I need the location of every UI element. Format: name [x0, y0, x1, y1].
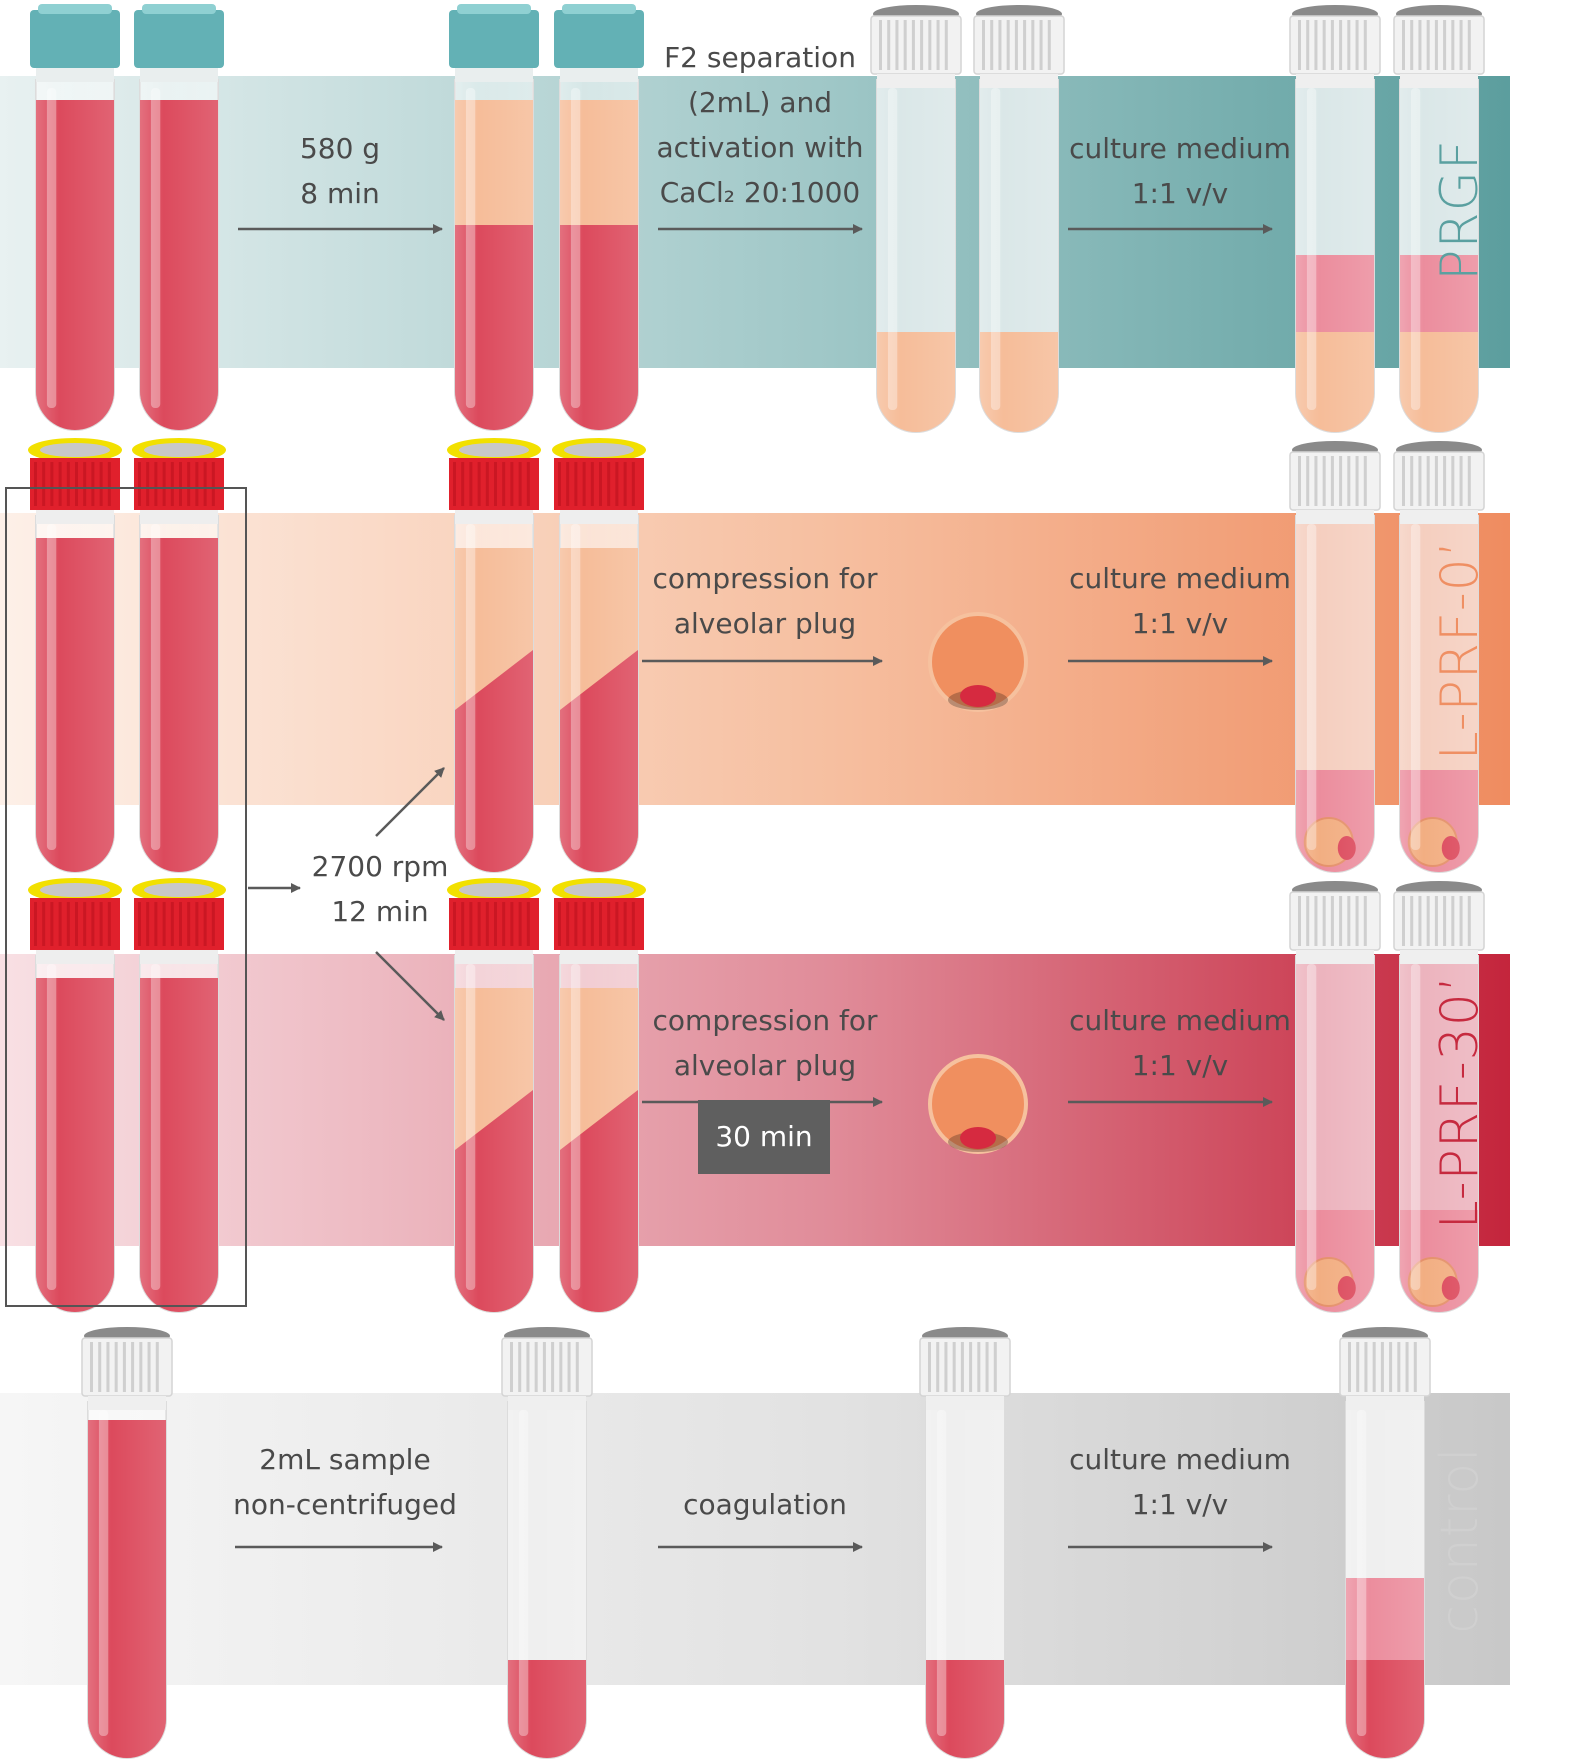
prgf-culture-tube-1 — [1289, 5, 1381, 433]
control-step3-line1: culture medium — [1069, 1443, 1291, 1476]
prgf-separation-label: F2 separation (2mL) and activation with … — [640, 35, 880, 215]
time-box-30min: 30 min — [698, 1100, 830, 1174]
lprf0-band — [0, 513, 1510, 805]
lprf30-step2-line2: alveolar plug — [673, 1049, 857, 1082]
prgf-step2-line4: CaCl₂ 20:1000 — [659, 176, 861, 209]
control-sample-label: 2mL sample non-centrifuged — [215, 1437, 475, 1527]
prgf-centrifuge-label: 580 g 8 min — [240, 126, 440, 216]
lprf0-centrifuged-tube-2 — [552, 438, 646, 873]
lprf30-step3-line1: culture medium — [1069, 1004, 1291, 1037]
prgf-culture-label: culture medium 1:1 v/v — [1060, 126, 1300, 216]
prgf-step2-line3: activation with — [656, 131, 864, 164]
control-band — [0, 1393, 1510, 1685]
prgf-step1-line2: 8 min — [300, 177, 380, 210]
lprf30-culture-label: culture medium 1:1 v/v — [1060, 998, 1300, 1088]
control-step3-line2: 1:1 v/v — [1131, 1488, 1229, 1521]
lprf-centrifuge-label: 2700 rpm 12 min — [295, 844, 465, 934]
prgf-centrifuged-tube-2 — [554, 4, 644, 431]
lprf30-centrifuged-tube-2 — [552, 878, 646, 1313]
lprf30-step2-line1: compression for — [652, 1004, 878, 1037]
lprf-arrow-down — [375, 951, 445, 1021]
prgf-step3-line1: culture medium — [1069, 132, 1291, 165]
control-culture-tube — [1339, 1327, 1431, 1759]
prgf-step1-line1: 580 g — [299, 132, 381, 165]
lprf30-alveolar-plug — [928, 1054, 1028, 1154]
lprf0-culture-tube-2 — [1393, 441, 1485, 873]
lprf0-culture-label: culture medium 1:1 v/v — [1060, 556, 1300, 646]
control-culture-label: culture medium 1:1 v/v — [1060, 1437, 1300, 1527]
prgf-whole-blood-tube-1 — [30, 4, 120, 431]
lprf30-step3-line2: 1:1 v/v — [1131, 1049, 1229, 1082]
prgf-band — [0, 76, 1510, 368]
row-title-control: control — [1430, 1446, 1490, 1634]
lprf30-culture-tube-1 — [1289, 881, 1381, 1313]
lprf-group-bracket — [5, 487, 247, 1307]
lprf-step1-line2: 12 min — [331, 895, 429, 928]
prgf-whole-blood-tube-2 — [134, 4, 224, 431]
control-sample-tube — [501, 1327, 593, 1759]
lprf0-culture-tube-1 — [1289, 441, 1381, 873]
lprf30-culture-tube-2 — [1393, 881, 1485, 1313]
lprf0-whole-blood-tube-2 — [132, 438, 226, 873]
lprf30-whole-blood-tube-1 — [28, 878, 122, 1313]
prgf-culture-tube-2 — [1393, 5, 1485, 433]
lprf0-compression-label: compression for alveolar plug — [640, 556, 890, 646]
lprf0-alveolar-plug — [928, 612, 1028, 712]
lprf0-step3-line2: 1:1 v/v — [1131, 607, 1229, 640]
control-whole-blood-tube — [81, 1327, 173, 1759]
lprf30-whole-blood-tube-2 — [132, 878, 226, 1313]
row-title-lprf30: L-PRF-30’ — [1430, 974, 1490, 1230]
lprf0-step2-line2: alveolar plug — [673, 607, 857, 640]
control-step1-line1: 2mL sample — [259, 1443, 431, 1476]
row-title-lprf0: L-PRF-0’ — [1430, 539, 1490, 761]
control-coagulation-label: coagulation — [640, 1482, 890, 1527]
lprf0-centrifuged-tube-1 — [447, 438, 541, 873]
prgf-plasma-tube-1 — [870, 5, 962, 433]
row-title-prgf: PRGF — [1430, 139, 1490, 281]
lprf0-step2-line1: compression for — [652, 562, 878, 595]
lprf30-centrifuged-tube-1 — [447, 878, 541, 1313]
prgf-step3-line2: 1:1 v/v — [1131, 177, 1229, 210]
prgf-step2-line2: (2mL) and — [687, 86, 833, 119]
lprf0-step3-line1: culture medium — [1069, 562, 1291, 595]
lprf30-compression-label: compression for alveolar plug — [640, 998, 890, 1088]
lprf0-whole-blood-tube-1 — [28, 438, 122, 873]
control-step2-line1: coagulation — [683, 1488, 847, 1521]
prgf-plasma-tube-2 — [973, 5, 1065, 433]
lprf-step1-line1: 2700 rpm — [311, 850, 449, 883]
lprf-arrow-up — [375, 767, 445, 837]
control-step1-line2: non-centrifuged — [233, 1488, 457, 1521]
control-coagulated-tube — [919, 1327, 1011, 1759]
prgf-centrifuged-tube-1 — [449, 4, 539, 431]
prgf-step2-line1: F2 separation — [664, 41, 856, 74]
